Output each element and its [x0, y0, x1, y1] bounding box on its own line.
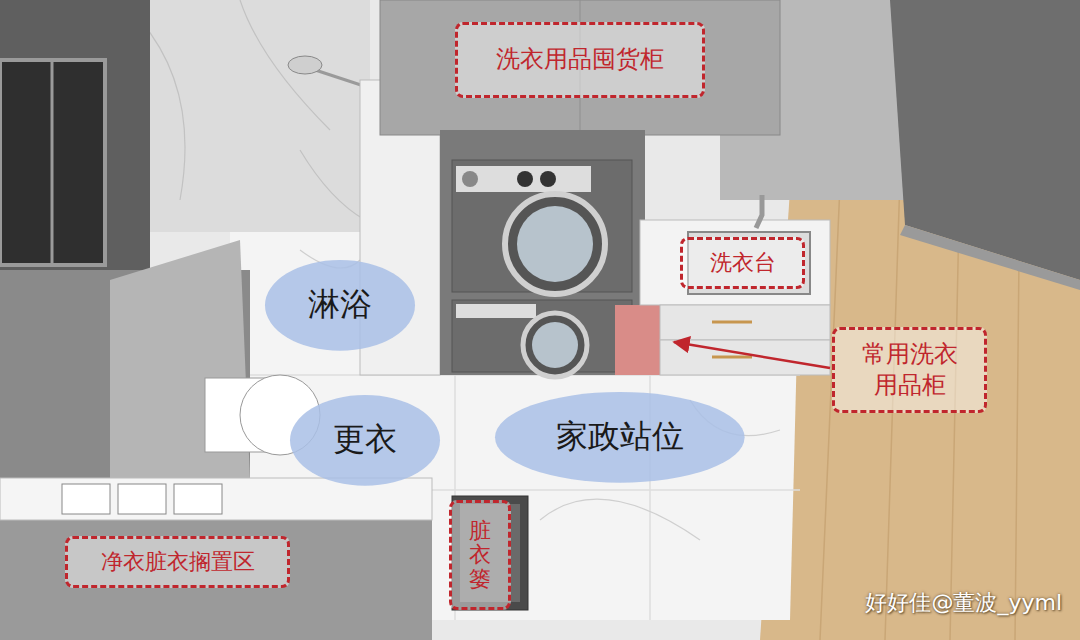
faucet	[756, 195, 762, 228]
zone-ellipse: 淋浴	[265, 260, 415, 351]
callout-text: 常用洗衣 用品柜	[855, 339, 965, 401]
vanity	[0, 478, 432, 640]
node-content: 脏衣篓	[469, 519, 491, 592]
callout-text: 净衣脏衣搁置区	[101, 548, 255, 577]
drawer	[118, 484, 166, 514]
upper-cabinet	[380, 0, 780, 135]
shower-head	[288, 56, 322, 74]
callout-text: 洗衣台	[710, 249, 776, 278]
drawer-handle	[712, 356, 752, 359]
callout-box: 洗衣用品囤货柜	[455, 22, 705, 98]
zone-fill	[265, 260, 415, 351]
leader-arrow	[674, 342, 830, 368]
callout-text: 脏衣篓	[469, 519, 491, 592]
zone-label: 家政站位	[556, 416, 684, 458]
node-content: 洗衣用品囤货柜	[496, 44, 664, 75]
counter-top	[640, 220, 830, 305]
drawer-handle	[712, 321, 752, 324]
storage-cabinet	[380, 0, 780, 135]
node-content: 更衣	[333, 419, 397, 461]
zone-label: 更衣	[333, 419, 397, 461]
washer-glass	[517, 206, 593, 282]
drawer	[660, 340, 830, 375]
washer-stack	[440, 130, 645, 377]
washer-drum	[505, 194, 605, 294]
vanity-cabinet	[0, 478, 432, 640]
watermark: 好好佳@董波_yyml	[865, 588, 1062, 618]
node-content: 净衣脏衣搁置区	[101, 548, 255, 577]
control-panel	[456, 166, 591, 192]
cabinet-edge	[900, 225, 1080, 290]
dryer-glass	[532, 322, 578, 368]
callout-box: 常用洗衣 用品柜	[832, 327, 987, 413]
zone-label: 淋浴	[308, 284, 372, 326]
window	[0, 60, 105, 265]
drawer	[62, 484, 110, 514]
dark-wall	[0, 0, 150, 300]
zone-ellipse: 家政站位	[495, 392, 745, 483]
zone-fill	[290, 395, 440, 486]
window-frame	[51, 60, 54, 265]
cabinet-side-highlight	[615, 305, 660, 375]
callout-box: 脏衣篓	[449, 500, 511, 610]
callout-box: 洗衣台	[680, 237, 805, 290]
basket-inside	[460, 504, 520, 602]
dryer-front	[452, 300, 632, 372]
zone-ellipse: 更衣	[290, 395, 440, 486]
dryer-panel	[456, 304, 536, 318]
node-content: 常用洗衣 用品柜	[855, 339, 965, 401]
node-content: 家政站位	[556, 416, 684, 458]
drawer	[174, 484, 222, 514]
washer-frame	[440, 130, 645, 375]
callout-text: 洗衣用品囤货柜	[496, 44, 664, 75]
callout-box: 净衣脏衣搁置区	[65, 536, 290, 589]
button	[517, 171, 533, 187]
node-content: 洗衣台	[710, 249, 776, 278]
washer-front	[452, 160, 632, 292]
button	[540, 171, 556, 187]
knob	[462, 171, 478, 187]
laundry-counter	[640, 195, 830, 375]
dryer-drum	[523, 313, 587, 377]
zone-fill	[495, 392, 745, 483]
node-content: 淋浴	[308, 284, 372, 326]
marble-veins	[140, 0, 365, 220]
drawer	[660, 305, 830, 340]
